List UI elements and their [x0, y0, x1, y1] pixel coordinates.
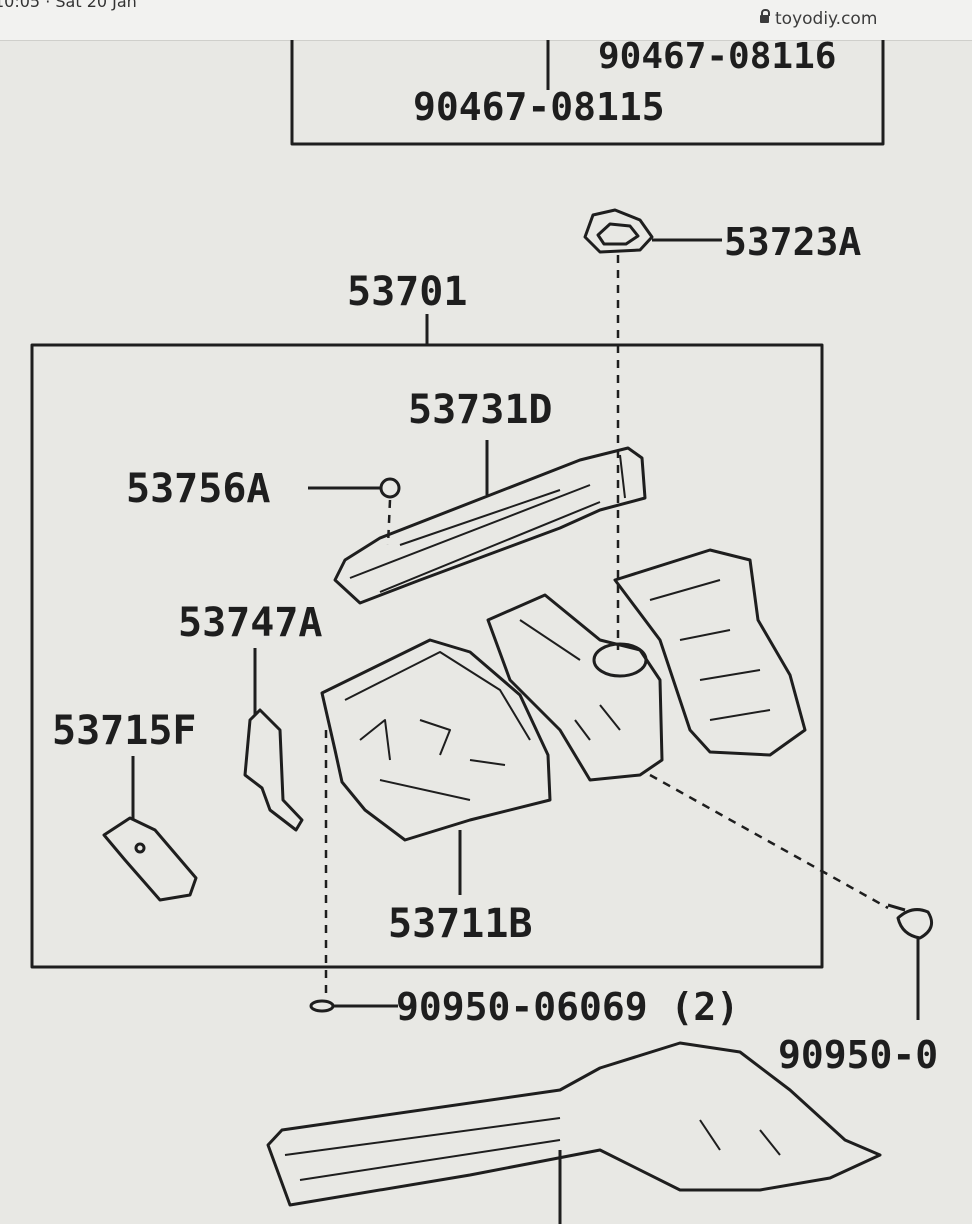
- center-member: [486, 593, 664, 782]
- dash-clip: [386, 499, 392, 546]
- top-frame: [290, 40, 885, 146]
- plate-hole: [134, 842, 146, 854]
- url-bar[interactable]: toyodiy.com: [760, 9, 877, 29]
- label-cap: 53723A: [724, 220, 861, 264]
- center-member-hole: [592, 642, 648, 678]
- plate-part: [102, 816, 198, 902]
- browser-status-bar: 10:05 · Sat 20 Jan toyodiy.com: [0, 0, 972, 41]
- bottom-rail-details: [284, 1117, 781, 1181]
- clip-nut: [379, 477, 401, 499]
- right-bracket-details: [649, 579, 771, 721]
- status-time: 10:05 · Sat 20 Jan: [0, 0, 137, 11]
- url-text: toyodiy.com: [775, 9, 878, 29]
- label-top-lower: 90467-08115: [413, 85, 665, 129]
- label-assembly: 53701: [347, 269, 467, 315]
- label-upper-member: 53731D: [408, 387, 553, 433]
- parts-diagram: 90467-08116 90467-08115 53723A 53701 537…: [30, 40, 938, 1224]
- bracket-part: [243, 708, 304, 832]
- apron-part: [320, 638, 552, 842]
- label-clip-nut: 53756A: [126, 466, 271, 512]
- label-plate: 53715F: [52, 708, 197, 754]
- cap-part: [583, 208, 654, 254]
- upper-member-ribs: [349, 454, 626, 593]
- label-apron: 53711B: [388, 901, 533, 947]
- apron-details: [344, 651, 531, 801]
- label-bracket: 53747A: [178, 600, 323, 646]
- center-member-details: [519, 619, 621, 741]
- label-bolt-right: 90950-0: [778, 1033, 938, 1077]
- dash-bolt-right: [649, 773, 889, 910]
- lock-icon: [760, 9, 770, 23]
- bolt-right: [887, 903, 934, 940]
- upper-member: [333, 446, 647, 605]
- assembly-frame: [30, 343, 824, 969]
- label-top-upper: 90467-08116: [598, 40, 836, 77]
- bottom-rail: [266, 1041, 882, 1207]
- label-bolt-left: 90950-06069 (2): [396, 985, 739, 1029]
- cap-inner: [596, 222, 640, 246]
- bolt-left: [309, 999, 335, 1013]
- right-bracket: [613, 548, 807, 757]
